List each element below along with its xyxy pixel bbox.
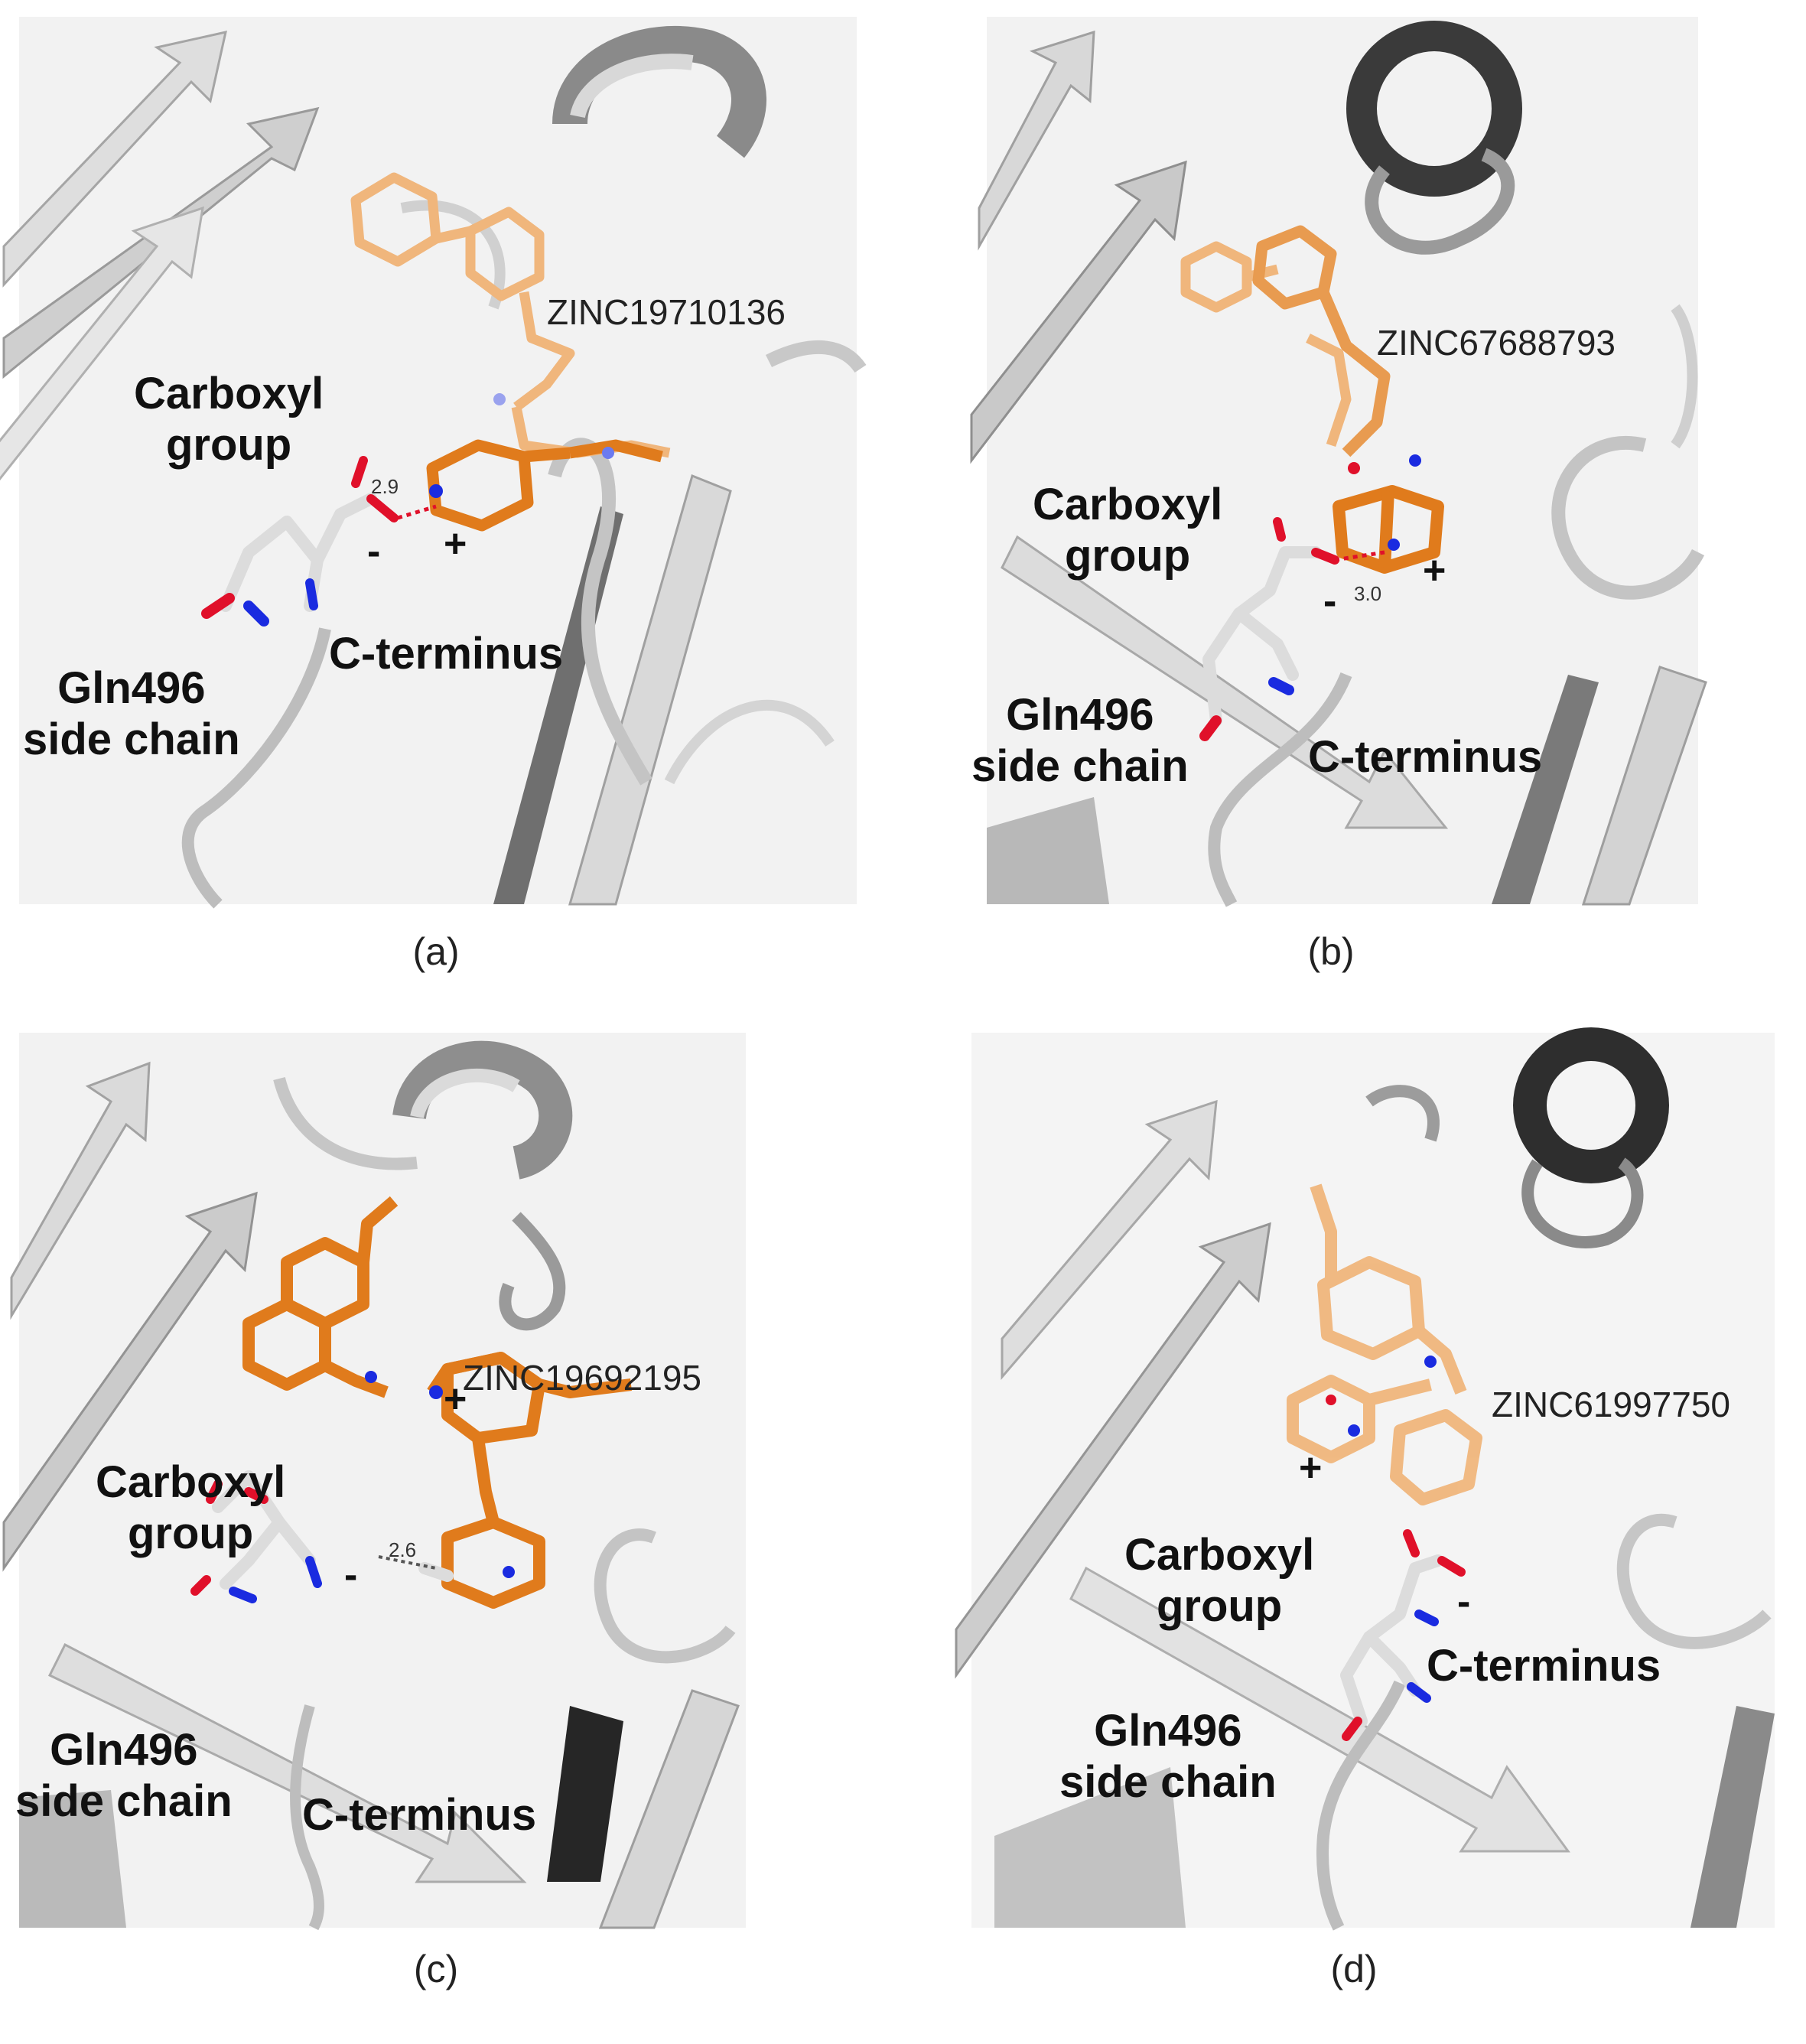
carboxyl-label-b: Carboxyl group [1033, 480, 1223, 581]
caption-b: (b) [1307, 930, 1355, 973]
cterminus-label-d: C-terminus [1427, 1641, 1661, 1691]
plus-charge-c: + [444, 1377, 467, 1421]
panel-a-image: ZINC19710136 Carboxyl group 2.9 - + C-te… [0, 17, 867, 909]
caption-c: (c) [413, 1948, 459, 1990]
panel-d-structure [955, 1027, 1775, 1931]
gln496-label-d: Gln496 side chain [1059, 1706, 1277, 1807]
carboxyl-label-a: Carboxyl group [134, 369, 324, 470]
ligand-label-c: ZINC19692195 [463, 1358, 701, 1398]
minus-charge-d: - [1457, 1580, 1471, 1624]
panel-b-structure [970, 17, 1707, 907]
panel-c-image: ZINC19692195 Carboxyl group + 2.6 - Gln4… [2, 1033, 746, 1931]
plus-charge-d: + [1299, 1446, 1323, 1490]
distance-label-c: 2.6 [389, 1538, 417, 1561]
distance-label-b: 3.0 [1354, 582, 1382, 605]
caption-a: (a) [412, 930, 460, 973]
ligand-label-d: ZINC61997750 [1492, 1385, 1730, 1424]
panel-a-structure [0, 17, 867, 909]
plus-charge-b: + [1423, 548, 1446, 593]
gln496-label-a: Gln496 side chain [23, 663, 240, 764]
gln496-label-b: Gln496 side chain [971, 690, 1189, 791]
panel-b-image: ZINC67688793 Carboxyl group - + 3.0 C-te… [970, 17, 1707, 907]
panel-c-structure [2, 1033, 746, 1931]
gln496-label-c: Gln496 side chain [15, 1725, 233, 1826]
minus-charge-b: - [1323, 579, 1337, 623]
ligand-label-a: ZINC19710136 [547, 292, 786, 332]
distance-label-a: 2.9 [371, 475, 399, 498]
panel-d-image: ZINC61997750 + Carboxyl group - C-termin… [955, 1027, 1775, 1931]
cterminus-label-a: C-terminus [329, 629, 564, 679]
ligand-label-b: ZINC67688793 [1377, 323, 1616, 363]
cterminus-label-c: C-terminus [302, 1790, 537, 1840]
cterminus-label-b: C-terminus [1308, 732, 1543, 782]
carboxyl-label-c: Carboxyl group [96, 1457, 286, 1558]
caption-d: (d) [1330, 1948, 1378, 1990]
minus-charge-a: - [367, 529, 381, 574]
plus-charge-a: + [444, 522, 467, 566]
minus-charge-c: - [344, 1553, 358, 1597]
carboxyl-label-d: Carboxyl group [1124, 1530, 1315, 1631]
